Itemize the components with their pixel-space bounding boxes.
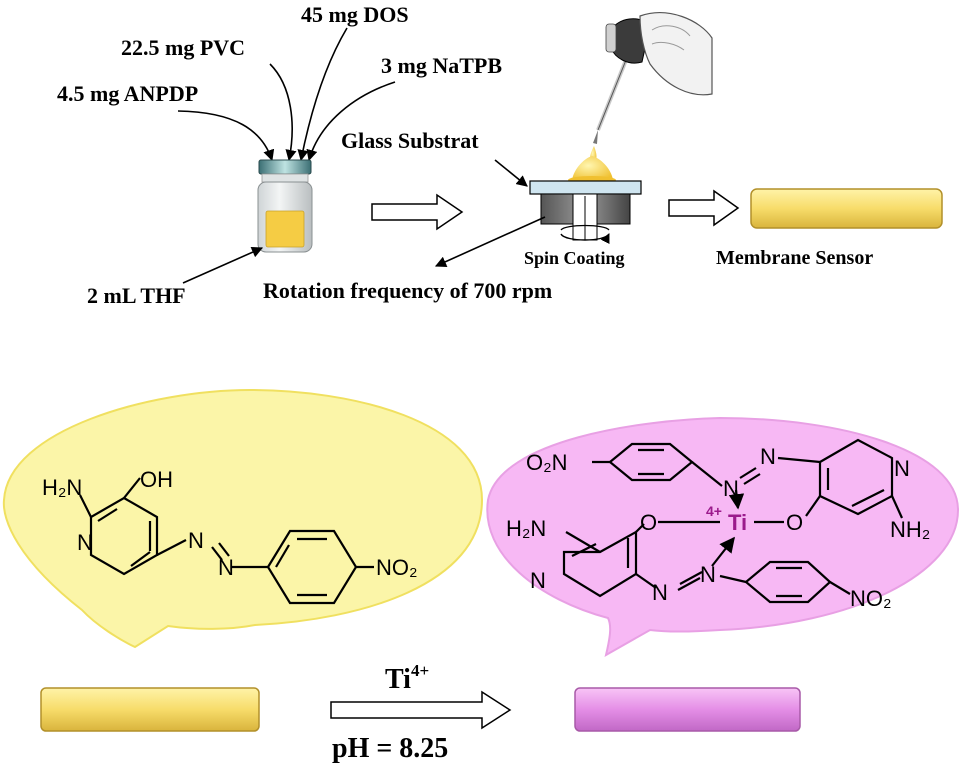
complex-n-ring-bottom: N (530, 568, 546, 593)
label-thf: 2 mL THF (87, 283, 186, 308)
complex-ti-charge: 4+ (706, 503, 722, 519)
arrow-substrate (494, 159, 528, 187)
ligand-bubble (2, 388, 484, 649)
complex-structure (562, 438, 904, 604)
ligand-structure (79, 477, 374, 605)
complex-o2n: O₂N (526, 450, 568, 475)
arrow-natpb (306, 81, 396, 162)
membrane-yellow-bottom (40, 687, 260, 732)
arrow-anpdp (177, 110, 275, 162)
label-anpdp: 4.5 mg ANPDP (57, 81, 198, 106)
complex-n-ring-top: N (894, 456, 910, 481)
label-rotation: Rotation frequency of 700 rpm (263, 278, 552, 303)
complex-bubble (486, 416, 960, 658)
reaction-condition: pH = 8.25 (332, 733, 448, 764)
arrow-pvc (269, 63, 297, 162)
ligand-n-ring: N (77, 530, 93, 555)
membrane-sensor-yellow-top (750, 188, 943, 229)
reagent-charge: 4+ (411, 661, 429, 680)
label-dos: 45 mg DOS (301, 2, 409, 27)
reaction-arrow (330, 690, 512, 730)
ligand-n-azo-1: N (188, 528, 204, 553)
ligand-no2: NO₂ (376, 555, 418, 580)
complex-o-left: O (640, 510, 657, 535)
complex-n-top-coord: N (723, 476, 739, 501)
ligand-oh: OH (140, 467, 173, 492)
label-spin-coating: Spin Coating (524, 248, 625, 268)
complex-n-bottom-coord: N (700, 562, 716, 587)
complex-n-azo-top: N (760, 444, 776, 469)
complex-o-right: O (786, 510, 803, 535)
pipette-icon (593, 12, 713, 144)
process-arrow-2 (668, 189, 740, 227)
arrow-rotation (434, 216, 546, 267)
ligand-h2n: H₂N (42, 475, 82, 500)
label-pvc: 22.5 mg PVC (121, 35, 245, 60)
complex-nh2-right: NH₂ (890, 517, 930, 542)
arrow-dos (297, 27, 348, 162)
membrane-pink-bottom (574, 687, 801, 732)
complex-h2n-left: H₂N (506, 516, 546, 541)
reagent-symbol: Ti (385, 664, 411, 695)
complex-ti: Ti (728, 510, 747, 535)
label-membrane-sensor: Membrane Sensor (716, 247, 873, 269)
spin-coater-icon (529, 180, 642, 245)
complex-n-azo-bottom: N (652, 580, 668, 605)
label-natpb: 3 mg NaTPB (381, 53, 502, 78)
process-arrow-1 (371, 193, 464, 231)
arrow-thf (182, 246, 264, 284)
rotation-icon (560, 233, 610, 245)
label-glass-substrate: Glass Substrat (341, 128, 479, 153)
reaction-reagent: Ti4+ (385, 661, 429, 695)
ligand-n-azo-2: N (218, 555, 234, 580)
droplet-icon (568, 146, 616, 184)
vial-icon (257, 159, 313, 253)
complex-no2: NO₂ (850, 586, 892, 611)
